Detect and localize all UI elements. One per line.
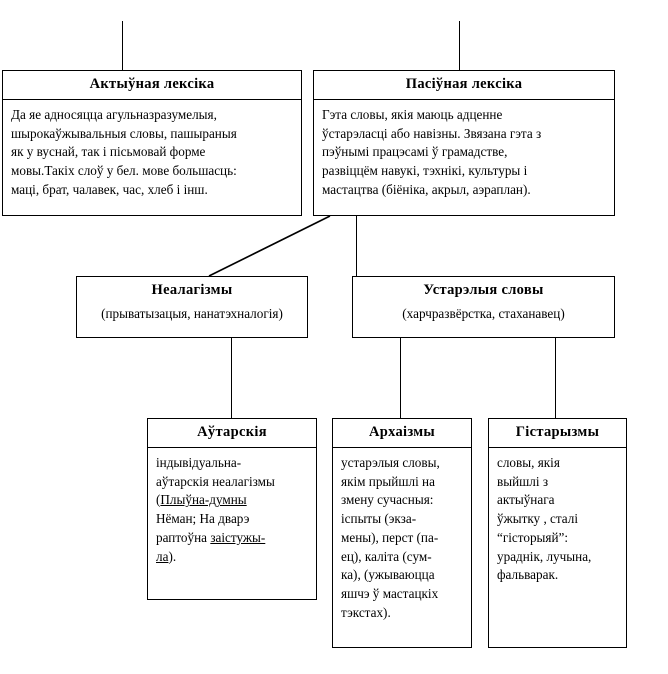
node-historicisms: Гістарызмы словы, якія выйшлі з актыўнаг… [488,418,627,648]
body-segment: Плыўна-думны [160,492,247,508]
body-segment: Нёман; На дварэ [156,511,250,527]
historicisms-body: словы, якія выйшлі з актыўнага ўжытку , … [489,448,626,591]
body-line: фальварак. [497,567,559,583]
body-segment: ла [156,548,169,564]
connector-passive-vocabulary-to-neologisms [208,215,331,277]
authorial-body: індывідуальна-аўтарскія неалагізмы (Плыўн… [148,448,316,572]
body-line: ўстарэласці або навізны. Звязана гэта з [322,125,542,141]
body-line: як у вуснай, так і пісьмовай форме [11,144,206,160]
body-segment: аўтарскія неалагізмы [156,473,275,489]
body-line: маці, брат, чалавек, час, хлеб і інш. [11,181,208,197]
authorial-title: Аўтарскія [148,419,316,448]
body-line: ураднік, лучына, [497,548,592,564]
body-line: словы, якія [497,455,560,470]
body-line: мовы.Такіх слоў у бел. мове большасць: [11,163,237,179]
body-line: выйшлі з [497,473,549,489]
node-archaisms: Архаізмы устарэлыя словы, якім прыйшлі н… [332,418,472,648]
body-line: пэўнымі працэсамі ў грамадстве, [322,144,508,160]
body-line: Гэта словы, якія маюць адценне [322,107,503,122]
historicisms-title: Гістарызмы [489,419,626,448]
connector-stem-to-passive-vocabulary [459,21,460,70]
body-line: мены), перст (па- [341,529,439,545]
obsolete-words-title: Устарэлыя словы [423,282,544,298]
body-line: мастацтва (біёніка, акрыл, аэраплан). [322,181,531,197]
connector-passive-vocabulary-to-obsolete-words [356,216,357,276]
archaisms-title: Архаізмы [333,419,471,448]
body-line: “гісторыяй”: [497,529,569,545]
node-neologisms: Неалагізмы (прыватызацыя, нанатэхналогія… [76,276,308,338]
connector-obsolete-words-to-historicisms [555,338,556,418]
archaisms-body: устарэлыя словы, якім прыйшлі на змену с… [333,448,471,629]
neologisms-title: Неалагізмы [151,282,233,298]
node-obsolete-words: Устарэлыя словы (харчразвёрстка, стахана… [352,276,615,338]
passive-vocabulary-body: Гэта словы, якія маюць адценне ўстарэлас… [314,100,614,206]
body-line: іспыты (экза- [341,511,417,527]
node-active-vocabulary: Актыўная лексіка Да яе адносяцца агульна… [2,70,302,216]
body-line: актыўнага [497,492,555,508]
body-line: Да яе адносяцца агульназразумелыя, [11,107,217,122]
body-line: устарэлыя словы, [341,455,440,470]
body-line: якім прыйшлі на [341,473,435,489]
body-segment: раптоўна [156,529,211,545]
body-line: развіццём навукі, тэхнікі, культуры і [322,163,528,179]
passive-vocabulary-title: Пасіўная лексіка [314,71,614,100]
body-line: ўжытку , сталі [497,511,579,527]
neologisms-subtitle: (прыватызацыя, нанатэхналогія) [101,306,283,321]
connector-obsolete-words-to-archaisms [400,338,401,418]
node-authorial: Аўтарскія індывідуальна-аўтарскія неалаг… [147,418,317,600]
body-segment: заістужы- [210,529,266,545]
body-line: шырокаўжывальныя словы, пашыраныя [11,125,237,141]
node-passive-vocabulary: Пасіўная лексіка Гэта словы, якія маюць … [313,70,615,216]
body-line: змену сучасныя: [341,492,434,508]
body-line: яшчэ ў мастацкіх [341,586,439,602]
obsolete-words-subtitle: (харчразвёрстка, стаханавец) [402,306,565,321]
body-segment: індывідуальна- [156,455,242,470]
body-segment: ( [156,492,161,508]
body-line: ец), каліта (сум- [341,548,432,564]
body-segment: ). [168,548,177,564]
connector-stem-to-active-vocabulary [122,21,123,70]
body-line: тэкстах). [341,604,391,620]
active-vocabulary-title: Актыўная лексіка [3,71,301,100]
connector-neologisms-to-authorial [231,338,232,418]
active-vocabulary-body: Да яе адносяцца агульназразумелыя, шырок… [3,100,301,206]
body-line: ка), (ужываюцца [341,567,435,583]
